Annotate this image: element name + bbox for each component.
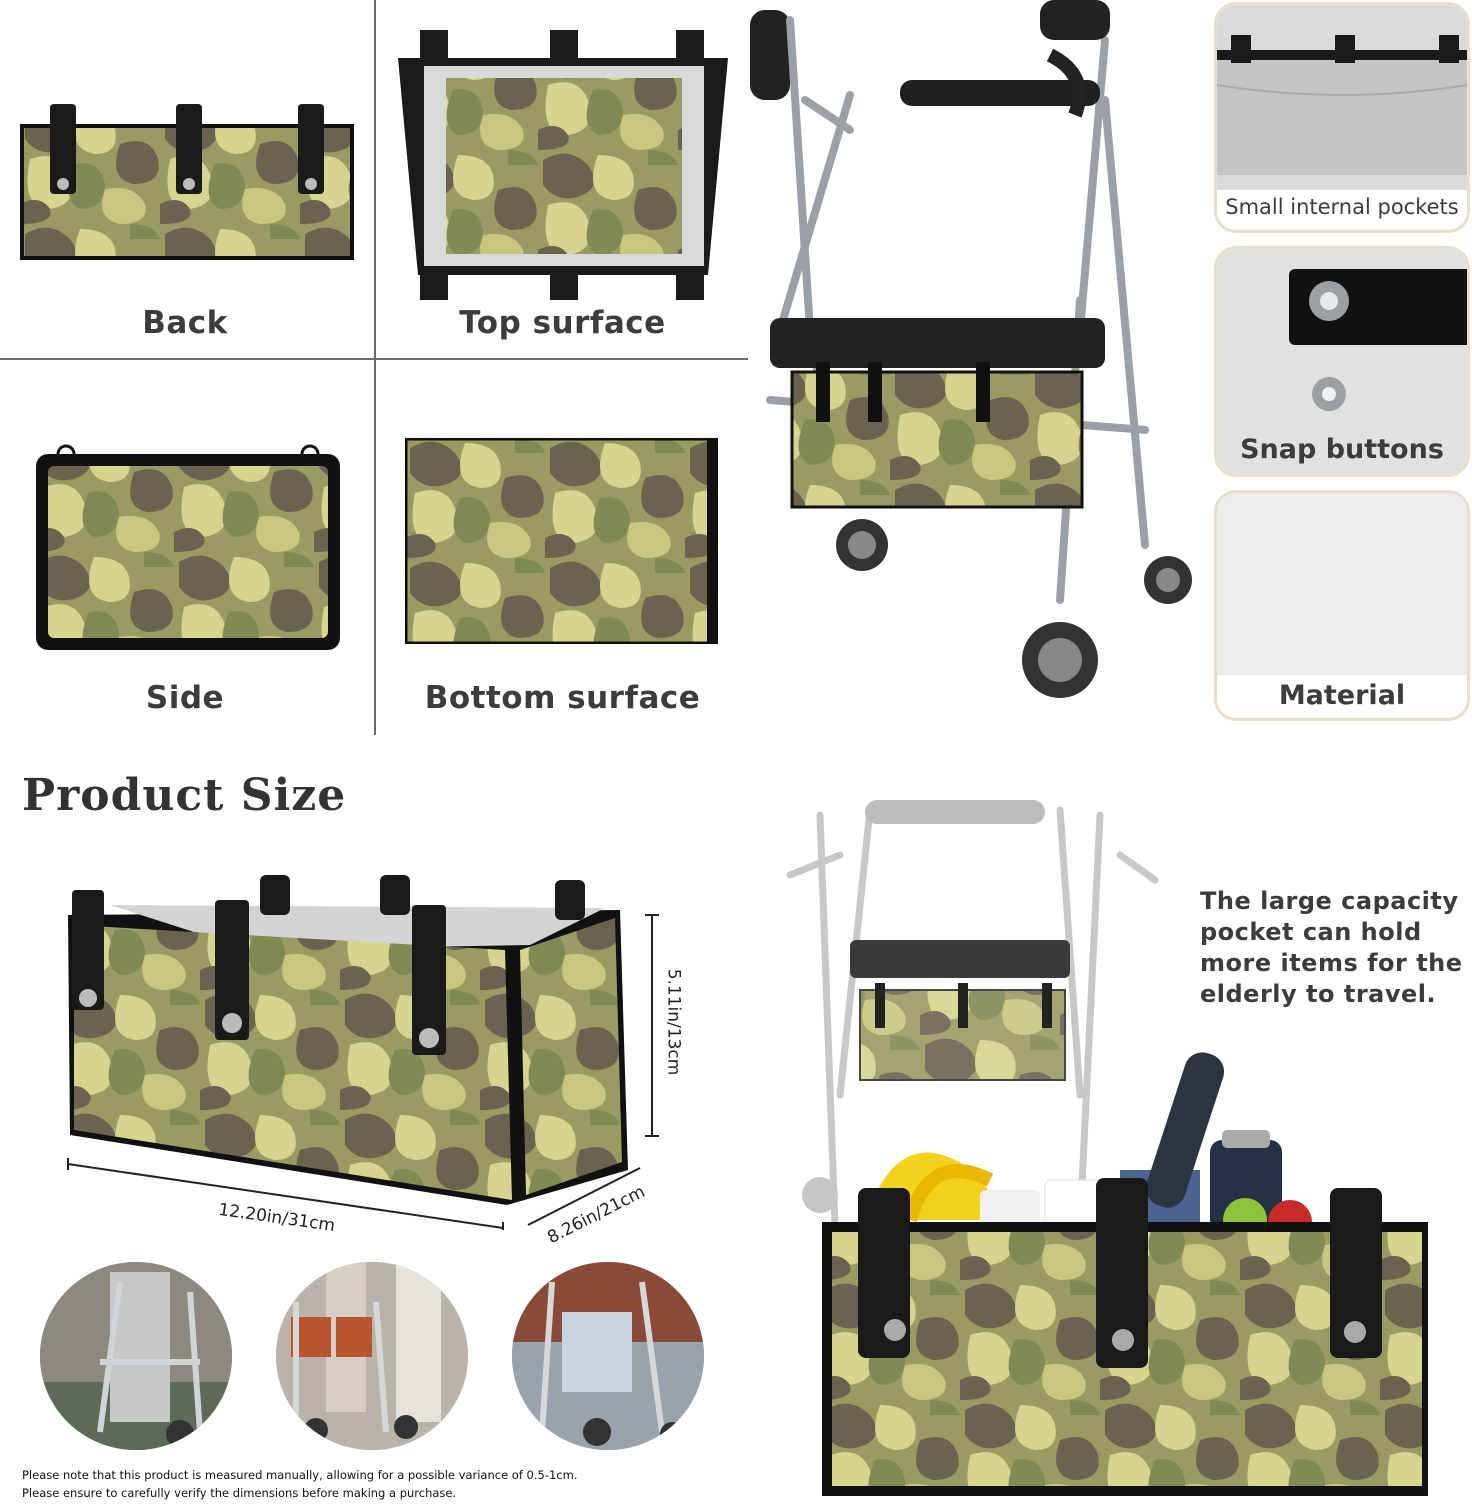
usage-photo-1: [40, 1262, 232, 1450]
side-view-image: [34, 432, 342, 652]
back-view-image: [20, 104, 354, 260]
capacity-description: The large capacity pocket can hold more …: [1200, 886, 1463, 1010]
capacity-line-2: pocket can hold: [1200, 918, 1422, 946]
usage-photo-2: [276, 1262, 468, 1450]
snaps-label: Snap buttons: [1240, 434, 1444, 465]
back-label: Back: [142, 305, 228, 341]
grid-divider-horizontal: [0, 358, 748, 360]
top-surface-label: Top surface: [459, 305, 666, 341]
side-label: Side: [145, 680, 225, 716]
capacity-line-1: The large capacity: [1200, 887, 1459, 915]
large-capacity-bag-image: [820, 1040, 1430, 1500]
top-surface-image: [398, 30, 728, 300]
feature-card-pockets: Small internal pockets: [1214, 2, 1470, 233]
dimension-lines: [67, 914, 659, 1230]
material-label: Material: [1278, 680, 1406, 711]
bottom-surface-label: Bottom surface: [424, 680, 701, 716]
height-dimension-label: 5.11in/13cm: [663, 968, 684, 1076]
product-size-title: Product Size: [22, 770, 347, 821]
rollator-with-bag-image: [750, 0, 1200, 735]
grid-divider-vertical: [374, 0, 376, 735]
feature-card-snaps: Snap buttons: [1214, 246, 1470, 477]
measurement-note-2: Please ensure to carefully verify the di…: [22, 1486, 457, 1500]
capacity-line-4: elderly to travel.: [1200, 980, 1437, 1008]
usage-photo-3: [512, 1262, 704, 1450]
feature-card-material: Material: [1214, 490, 1470, 721]
capacity-line-3: more items for the: [1200, 949, 1463, 977]
product-size-bag-image: [60, 870, 660, 1215]
measurement-note-1: Please note that this product is measure…: [22, 1468, 578, 1482]
pockets-label: Small internal pockets: [1225, 195, 1459, 219]
bottom-surface-image: [404, 437, 719, 645]
